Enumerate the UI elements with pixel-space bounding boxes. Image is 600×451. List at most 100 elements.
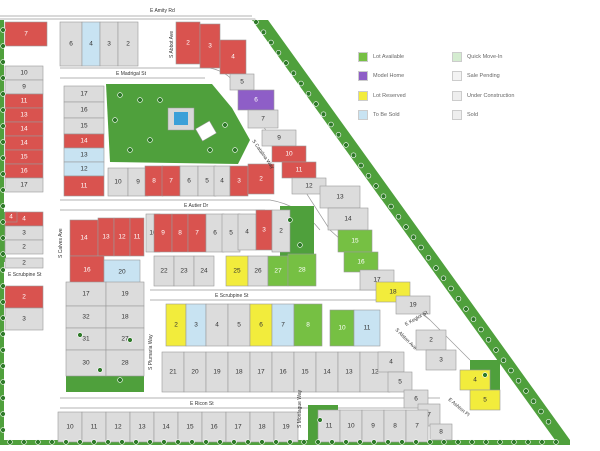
lot[interactable]: 12	[113, 217, 131, 257]
lot[interactable]: 3	[99, 21, 119, 67]
lot[interactable]: 17	[63, 85, 105, 103]
lot-parcel[interactable]	[129, 217, 145, 257]
lot[interactable]: 19	[395, 295, 431, 315]
lot[interactable]: 6	[59, 21, 83, 67]
lot-parcel[interactable]	[329, 309, 355, 347]
lot-parcel[interactable]	[193, 255, 215, 287]
lot[interactable]: 2	[165, 303, 187, 347]
lot[interactable]: 4	[377, 351, 405, 373]
lot[interactable]: 15	[337, 229, 373, 253]
lot[interactable]: 11	[281, 161, 317, 179]
lot[interactable]: 12	[105, 411, 131, 443]
lot[interactable]: 16	[63, 101, 105, 119]
lot[interactable]: 13	[63, 147, 105, 163]
lot[interactable]: 10	[57, 411, 83, 443]
lot-parcel[interactable]	[429, 423, 453, 441]
lot-parcel[interactable]	[4, 21, 48, 47]
lot[interactable]: 10	[107, 167, 129, 197]
lot[interactable]: 12	[63, 161, 105, 177]
lot[interactable]: 6	[179, 165, 199, 197]
lot[interactable]: 2	[247, 163, 275, 195]
lot[interactable]: 3	[425, 349, 457, 371]
lot[interactable]: 16	[201, 411, 227, 443]
lot[interactable]: 2	[4, 239, 44, 255]
lot[interactable]: 7	[247, 109, 279, 129]
lot[interactable]: 2	[175, 21, 201, 65]
lot[interactable]: 16	[343, 251, 379, 273]
lot[interactable]: 15	[4, 149, 44, 165]
lot[interactable]: 2	[415, 329, 447, 351]
lot[interactable]: 11	[353, 309, 381, 347]
lot[interactable]: 4	[81, 21, 101, 67]
lot[interactable]: 14	[327, 207, 369, 231]
lot[interactable]: 22	[153, 255, 175, 287]
lot[interactable]: 26	[247, 255, 269, 287]
lot[interactable]: 14	[69, 219, 99, 257]
lot[interactable]: 31	[65, 327, 107, 351]
lot[interactable]: 17	[249, 351, 273, 393]
lot-parcel[interactable]	[271, 209, 291, 253]
lot[interactable]: 13	[337, 351, 361, 393]
lot[interactable]: 10	[271, 145, 307, 163]
lot[interactable]: 28	[287, 253, 317, 287]
lot[interactable]: 3	[185, 303, 207, 347]
lot-parcel[interactable]	[175, 21, 201, 65]
lot[interactable]: 9	[361, 409, 385, 443]
lot-parcel[interactable]	[247, 109, 279, 129]
lot[interactable]: 2	[271, 209, 291, 253]
lot-parcel[interactable]	[65, 281, 107, 307]
lot[interactable]: 7	[187, 213, 207, 253]
lot-parcel[interactable]	[395, 295, 431, 315]
lot[interactable]: 19	[105, 281, 145, 307]
lot[interactable]: 16	[69, 255, 105, 285]
lot[interactable]: 4	[213, 165, 231, 197]
lot[interactable]: 20	[103, 259, 141, 285]
lot-parcel[interactable]	[69, 255, 105, 285]
lot-parcel[interactable]	[273, 411, 299, 443]
lot[interactable]: 7	[271, 303, 295, 347]
lot[interactable]: 8	[144, 165, 164, 197]
lot[interactable]: 3	[4, 307, 44, 331]
lot[interactable]: 9	[261, 129, 297, 147]
lot[interactable]: 16	[271, 351, 295, 393]
lot[interactable]: 3	[4, 225, 44, 241]
lot[interactable]: 3	[255, 209, 273, 251]
lot[interactable]: 6	[249, 303, 273, 347]
lot[interactable]: 8	[383, 409, 407, 443]
lot[interactable]: 9	[4, 79, 44, 95]
lot[interactable]: 14	[4, 135, 44, 151]
lot[interactable]: 10	[339, 409, 363, 443]
lot[interactable]: 11	[63, 175, 105, 197]
lot[interactable]: 11	[4, 93, 44, 109]
lot[interactable]: 10	[329, 309, 355, 347]
lot-parcel[interactable]	[4, 177, 44, 193]
lot[interactable]: 2	[117, 21, 139, 67]
lot-parcel[interactable]	[425, 349, 457, 371]
lot-parcel[interactable]	[4, 211, 18, 223]
lot[interactable]: 27	[105, 327, 145, 351]
lot[interactable]: 20	[183, 351, 207, 393]
lot[interactable]: 15	[63, 117, 105, 135]
lot[interactable]: 25	[225, 255, 249, 287]
lot-parcel[interactable]	[249, 411, 275, 443]
lot[interactable]: 18	[249, 411, 275, 443]
lot[interactable]: 5	[197, 165, 217, 197]
lot[interactable]: 2	[4, 257, 44, 269]
lot[interactable]: 4	[4, 211, 18, 223]
lot-parcel[interactable]	[177, 411, 203, 443]
lot[interactable]: 3	[229, 165, 249, 197]
lot[interactable]: 4	[205, 303, 229, 347]
lot[interactable]: 21	[161, 351, 185, 393]
lot-parcel[interactable]	[57, 411, 83, 443]
lot[interactable]: 13	[319, 185, 361, 209]
lot-parcel[interactable]	[117, 21, 139, 67]
lot-parcel[interactable]	[387, 371, 413, 393]
lot[interactable]: 23	[173, 255, 195, 287]
lot[interactable]: 19	[273, 411, 299, 443]
lot-parcel[interactable]	[403, 389, 429, 409]
lot[interactable]: 8	[171, 213, 189, 253]
lot[interactable]: 14	[63, 133, 105, 149]
lot[interactable]: 13	[4, 107, 44, 123]
lot[interactable]: 27	[267, 255, 289, 287]
lot-parcel[interactable]	[4, 239, 44, 255]
